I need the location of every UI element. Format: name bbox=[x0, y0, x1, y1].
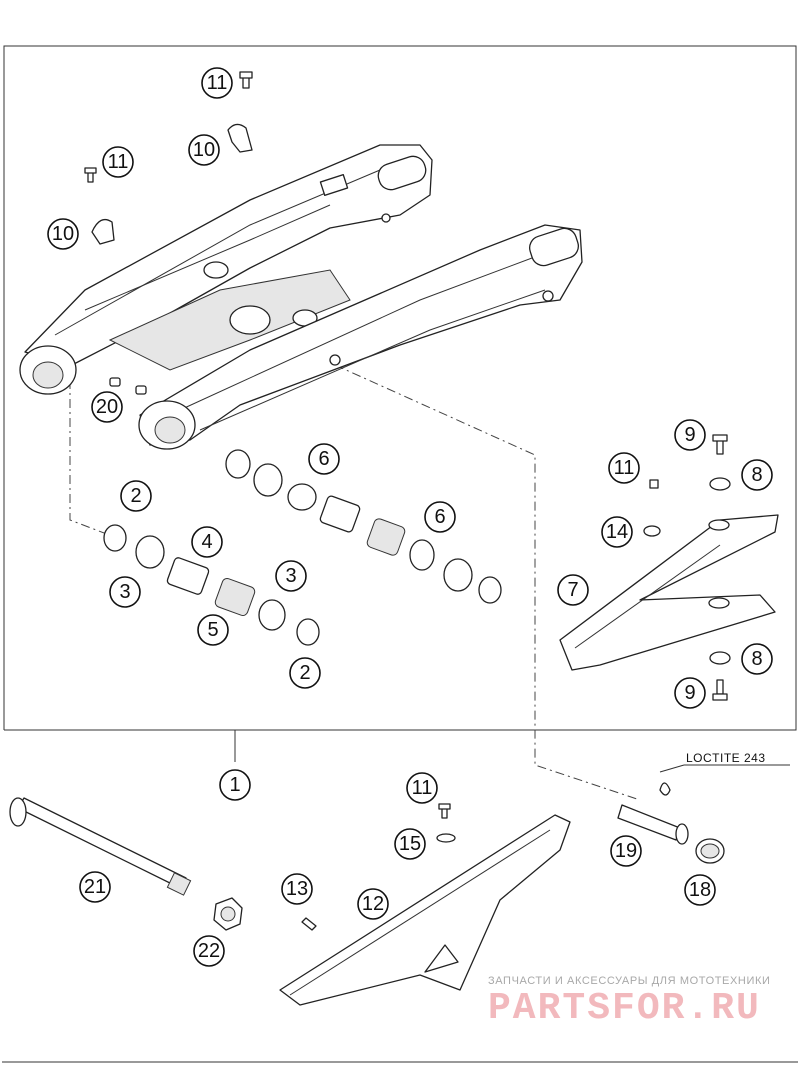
watermark: ЗАПЧАСТИ И АКСЕССУАРЫ ДЛЯ МОТОТЕХНИКИ PA… bbox=[488, 975, 770, 1030]
upper-group-frame bbox=[2, 45, 798, 1063]
svg-text:10: 10 bbox=[52, 223, 74, 245]
callout-14: 11 bbox=[608, 452, 640, 484]
svg-text:21: 21 bbox=[84, 876, 106, 898]
callout-12: 6 bbox=[424, 501, 456, 533]
callout-6: 2 bbox=[120, 480, 152, 512]
svg-text:11: 11 bbox=[614, 457, 635, 479]
watermark-caption: ЗАПЧАСТИ И АКСЕССУАРЫ ДЛЯ МОТОТЕХНИКИ bbox=[488, 975, 770, 987]
svg-text:11: 11 bbox=[108, 151, 129, 173]
svg-text:15: 15 bbox=[399, 833, 421, 855]
svg-text:6: 6 bbox=[318, 448, 329, 470]
callout-13: 9 bbox=[674, 419, 706, 451]
callout-4: 20 bbox=[91, 391, 123, 423]
callout-2: 11 bbox=[102, 146, 134, 178]
svg-text:11: 11 bbox=[412, 777, 433, 799]
svg-text:13: 13 bbox=[286, 878, 308, 900]
callout-9: 3 bbox=[275, 560, 307, 592]
svg-text:18: 18 bbox=[689, 879, 711, 901]
svg-text:2: 2 bbox=[299, 662, 310, 684]
callout-28: 22 bbox=[193, 935, 225, 967]
watermark-brand: PARTSFOR.RU bbox=[488, 987, 761, 1030]
callout-5: 6 bbox=[308, 443, 340, 475]
chain-slider bbox=[559, 434, 779, 701]
svg-text:14: 14 bbox=[606, 521, 628, 543]
svg-text:22: 22 bbox=[198, 940, 220, 962]
svg-text:11: 11 bbox=[207, 72, 228, 94]
svg-text:8: 8 bbox=[751, 648, 762, 670]
svg-text:7: 7 bbox=[567, 579, 578, 601]
callout-15: 8 bbox=[741, 459, 773, 491]
svg-text:8: 8 bbox=[751, 464, 762, 486]
swingarm bbox=[19, 144, 583, 450]
callout-11: 2 bbox=[289, 657, 321, 689]
leader-lines bbox=[659, 764, 790, 773]
callout-10: 5 bbox=[197, 614, 229, 646]
svg-text:3: 3 bbox=[119, 581, 130, 603]
callout-27: 12 bbox=[357, 888, 389, 920]
clamp-bolts bbox=[84, 71, 253, 395]
axle-nut bbox=[213, 897, 243, 931]
svg-text:6: 6 bbox=[434, 506, 445, 528]
callouts: 11 10 11 10 20 6 2 4 3 3 5 2 6 9 11 8 14… bbox=[47, 67, 773, 967]
callout-7: 4 bbox=[191, 526, 223, 558]
svg-text:9: 9 bbox=[684, 424, 695, 446]
callout-8: 3 bbox=[109, 576, 141, 608]
callout-3: 10 bbox=[47, 218, 79, 250]
threadlocker-note: LOCTITE 243 bbox=[686, 751, 766, 765]
callout-16: 14 bbox=[601, 516, 633, 548]
callout-25: 21 bbox=[79, 871, 111, 903]
pivot-bolt bbox=[617, 782, 689, 845]
swingarm-axle bbox=[9, 797, 192, 896]
callout-21: 11 bbox=[406, 772, 438, 804]
svg-text:19: 19 bbox=[615, 840, 637, 862]
assembly-guide-lines bbox=[69, 364, 641, 801]
callout-17: 7 bbox=[557, 574, 589, 606]
callout-24: 18 bbox=[684, 874, 716, 906]
svg-text:5: 5 bbox=[207, 619, 218, 641]
callout-1: 10 bbox=[188, 134, 220, 166]
svg-text:12: 12 bbox=[362, 893, 384, 915]
callout-26: 13 bbox=[281, 873, 313, 905]
pivot-bearings bbox=[103, 449, 502, 646]
callout-18: 8 bbox=[741, 643, 773, 675]
protection-cap bbox=[695, 838, 725, 864]
svg-text:20: 20 bbox=[96, 396, 118, 418]
callout-23: 19 bbox=[610, 835, 642, 867]
svg-text:2: 2 bbox=[130, 485, 141, 507]
svg-text:10: 10 bbox=[193, 139, 215, 161]
svg-text:4: 4 bbox=[201, 531, 212, 553]
svg-text:3: 3 bbox=[285, 565, 296, 587]
svg-text:1: 1 bbox=[229, 774, 240, 796]
chain-guard bbox=[279, 803, 571, 1006]
callout-0: 11 bbox=[201, 67, 233, 99]
callout-20: 1 bbox=[219, 769, 251, 801]
svg-text:9: 9 bbox=[684, 682, 695, 704]
callout-19: 9 bbox=[674, 677, 706, 709]
callout-22: 15 bbox=[394, 828, 426, 860]
